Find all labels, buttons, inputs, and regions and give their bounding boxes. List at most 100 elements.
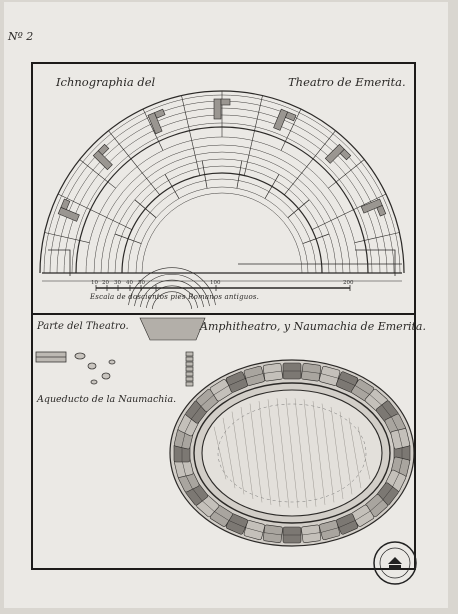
seating-block-step bbox=[191, 404, 203, 420]
scale-tick-label: 200 bbox=[343, 280, 354, 286]
seating-block-step bbox=[213, 510, 230, 521]
seating-block-step bbox=[200, 499, 215, 512]
stair-line bbox=[114, 233, 142, 244]
hatch-line bbox=[231, 411, 245, 495]
stair-line bbox=[302, 233, 330, 244]
theatre-vomitoria bbox=[57, 98, 387, 222]
vomitorium bbox=[273, 108, 297, 131]
stair-line bbox=[236, 160, 243, 189]
channel-segment bbox=[185, 376, 194, 382]
channel-segment bbox=[185, 366, 194, 372]
seating-block-step bbox=[302, 532, 321, 536]
hatch-line bbox=[339, 411, 353, 495]
radial-wall bbox=[108, 130, 160, 195]
naumachia-basin bbox=[217, 403, 367, 503]
fragment-arc bbox=[140, 279, 204, 308]
library-stamp bbox=[373, 541, 417, 585]
channel-segment bbox=[185, 361, 194, 367]
vomitorium bbox=[360, 198, 387, 217]
scale-tick-label: 100 bbox=[210, 280, 221, 286]
hatch-line bbox=[312, 401, 326, 505]
seating-block bbox=[262, 524, 283, 543]
ruin-fragment bbox=[108, 359, 116, 365]
channel-segment bbox=[185, 381, 194, 387]
vomitorium-hook bbox=[285, 111, 297, 122]
seating-arc bbox=[100, 151, 344, 274]
ruin-fragment bbox=[87, 362, 97, 370]
seating-block-step bbox=[381, 486, 393, 502]
seating-block-step bbox=[200, 394, 215, 407]
seating-block bbox=[301, 363, 322, 382]
sheet-number: Nº 2 bbox=[8, 30, 34, 43]
vomitorium-hook bbox=[220, 98, 231, 106]
vomitorium bbox=[147, 108, 166, 135]
stair-line bbox=[287, 199, 310, 218]
aqueduct-fragments bbox=[35, 351, 116, 385]
seating-arc bbox=[121, 172, 323, 274]
hatch-line bbox=[249, 403, 263, 503]
seating-block bbox=[351, 504, 375, 527]
radial-wall bbox=[44, 232, 90, 243]
seating-block bbox=[318, 520, 341, 541]
seating-block bbox=[335, 513, 359, 535]
vomitorium-block bbox=[324, 143, 345, 164]
seating-block bbox=[301, 524, 322, 543]
radial-wall bbox=[79, 159, 116, 189]
fragment-shading bbox=[139, 317, 206, 341]
vomitorium-block bbox=[360, 198, 383, 214]
fragment-arc bbox=[134, 274, 210, 307]
seating-block-step bbox=[228, 378, 246, 386]
stair-line bbox=[201, 160, 208, 189]
vomitorium-block bbox=[213, 98, 222, 120]
aqueduct-label: Aqueducto de la Naumachia. bbox=[37, 394, 177, 405]
seating-block-step bbox=[245, 527, 264, 533]
seating-block bbox=[209, 379, 233, 402]
panel-divider bbox=[31, 313, 416, 315]
hatch-line bbox=[276, 398, 290, 508]
seating-block bbox=[318, 365, 341, 386]
channel-segment bbox=[185, 356, 194, 362]
radial-wall bbox=[311, 193, 387, 230]
hatch-line bbox=[321, 403, 335, 503]
stamp-inner-ring bbox=[379, 547, 411, 579]
seating-block-step bbox=[369, 394, 384, 407]
stamp-emblem bbox=[389, 565, 401, 570]
theatre-title-right: Theatro de Emerita. bbox=[288, 75, 406, 89]
seating-block-step bbox=[354, 510, 371, 521]
seating-block-step bbox=[320, 527, 339, 533]
vomitorium-block bbox=[92, 150, 113, 171]
seating-block-step bbox=[263, 370, 282, 374]
seating-arc bbox=[107, 158, 337, 274]
versura-wall-left bbox=[48, 249, 71, 276]
seating-block bbox=[282, 362, 302, 380]
hatch-line bbox=[222, 417, 236, 489]
seating-block-step bbox=[191, 486, 203, 502]
seating-block-step bbox=[338, 378, 356, 386]
seating-arc bbox=[135, 186, 309, 274]
theatre-plan bbox=[39, 90, 405, 282]
scale-tick-label: 10 bbox=[91, 280, 98, 286]
hatch-line bbox=[213, 426, 227, 480]
seating-block-step bbox=[213, 385, 230, 396]
theatre-title-left: Ichnographia del bbox=[56, 75, 156, 89]
seating-arc bbox=[141, 192, 303, 274]
fragment-arc bbox=[146, 285, 198, 308]
scale-bar bbox=[95, 285, 351, 291]
amphitheatre-seating-blocks bbox=[173, 362, 411, 544]
ruin-fragment bbox=[74, 352, 86, 360]
seating-block-step bbox=[369, 499, 384, 512]
seating-block-step bbox=[184, 416, 193, 434]
hatch-line bbox=[267, 399, 281, 507]
radial-wall bbox=[57, 193, 133, 230]
vomitorium-block bbox=[273, 108, 289, 131]
channel-segment bbox=[185, 351, 194, 357]
seating-block-step bbox=[320, 373, 339, 379]
vomitorium-hook bbox=[339, 148, 352, 161]
seating-block bbox=[282, 526, 302, 544]
scale-tick-label: 40 bbox=[126, 280, 133, 286]
seating-block bbox=[262, 363, 283, 382]
channel-segment bbox=[185, 371, 194, 377]
seating-arc bbox=[93, 144, 351, 274]
fragment-arc bbox=[128, 267, 216, 306]
